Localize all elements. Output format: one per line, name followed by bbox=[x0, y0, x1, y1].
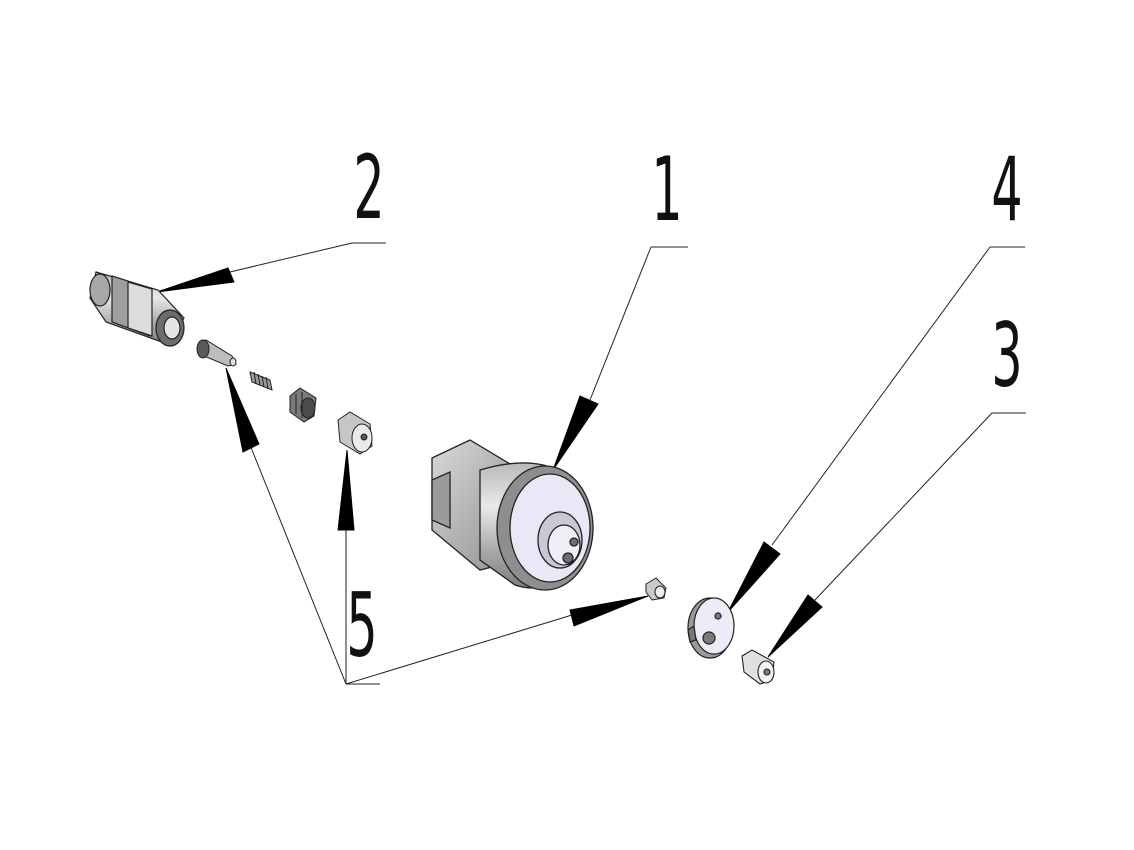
callout-labels: 2 1 4 3 5 bbox=[346, 137, 1022, 677]
callout-4: 4 bbox=[991, 139, 1022, 241]
part-small-stud bbox=[645, 577, 667, 601]
arrowhead-1 bbox=[552, 395, 599, 471]
leader-line-5a bbox=[249, 444, 347, 685]
arrowhead-3 bbox=[767, 594, 823, 658]
leader-line-1 bbox=[589, 246, 652, 401]
part-spring bbox=[249, 371, 273, 391]
part-connector-body bbox=[89, 271, 185, 347]
part-main-housing bbox=[431, 439, 594, 591]
part-knurled-cap bbox=[289, 387, 317, 423]
callout-5: 5 bbox=[346, 575, 377, 677]
arrowhead-4 bbox=[727, 541, 781, 613]
part-flange-disc bbox=[687, 597, 735, 659]
arrowhead-5c bbox=[569, 595, 649, 627]
arrowhead-5a bbox=[225, 367, 260, 453]
callout-3: 3 bbox=[991, 305, 1022, 407]
leader-lines bbox=[229, 242, 1026, 685]
arrowheads bbox=[156, 267, 823, 658]
part-bushing bbox=[337, 411, 373, 455]
leader-line-5c bbox=[345, 614, 573, 685]
callout-1: 1 bbox=[651, 139, 682, 241]
leader-line-3 bbox=[814, 412, 993, 601]
leader-line-2 bbox=[229, 242, 353, 273]
part-pin bbox=[196, 339, 237, 367]
part-sleeve-pin bbox=[741, 649, 775, 685]
callout-2: 2 bbox=[353, 137, 384, 239]
leader-line-4 bbox=[771, 246, 991, 546]
arrowhead-2 bbox=[156, 267, 235, 293]
arrowhead-5b bbox=[337, 449, 355, 531]
